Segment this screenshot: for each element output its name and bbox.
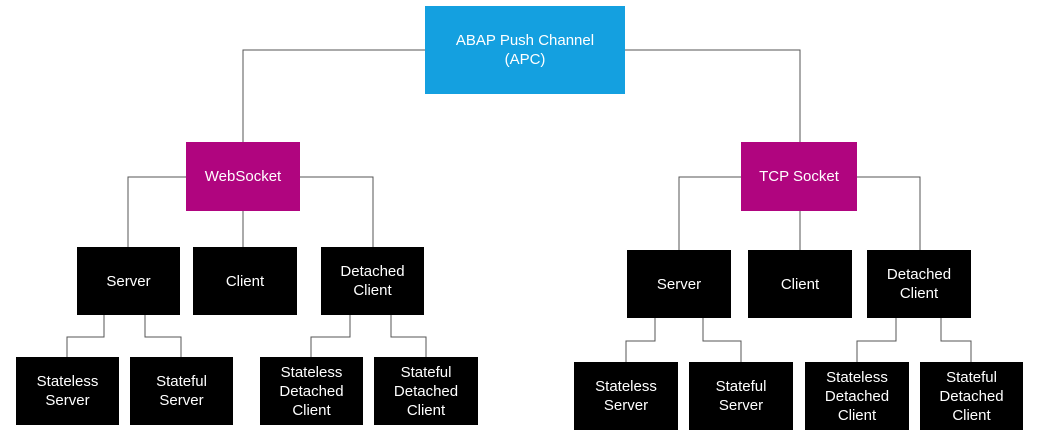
connector-tcp-server bbox=[678, 176, 741, 250]
connector-tcp-detached-stateless bbox=[856, 318, 897, 362]
connector-websocket-server bbox=[127, 176, 186, 247]
tcp-stateless-server-node: Stateless Server bbox=[574, 362, 678, 430]
tcp-client-node: Client bbox=[748, 250, 852, 318]
tcp-stateful-detached-client-node: Stateful Detached Client bbox=[920, 362, 1023, 430]
tcp-stateful-server-node: Stateful Server bbox=[689, 362, 793, 430]
websocket-node: WebSocket bbox=[186, 142, 300, 211]
tcp-stateless-detached-client-node: Stateless Detached Client bbox=[805, 362, 909, 430]
connector-tcp-detached-stateful bbox=[940, 318, 972, 362]
tcp-socket-node: TCP Socket bbox=[741, 142, 857, 211]
connector-ws-detached-stateful bbox=[390, 315, 427, 357]
connector-tcp-detached-client bbox=[857, 176, 921, 250]
connector-root-websocket bbox=[242, 49, 425, 142]
connector-websocket-detached-client bbox=[300, 176, 374, 247]
websocket-stateless-detached-client-node: Stateless Detached Client bbox=[260, 357, 363, 425]
tcp-detached-client-node: Detached Client bbox=[867, 250, 971, 318]
connector-ws-server-stateless bbox=[66, 315, 105, 357]
root-node-apc: ABAP Push Channel (APC) bbox=[425, 6, 625, 94]
websocket-stateless-server-node: Stateless Server bbox=[16, 357, 119, 425]
connector-tcp-server-stateless bbox=[625, 318, 656, 362]
websocket-server-node: Server bbox=[77, 247, 180, 315]
websocket-client-node: Client bbox=[193, 247, 297, 315]
connector-tcp-server-stateful bbox=[702, 318, 742, 362]
websocket-detached-client-node: Detached Client bbox=[321, 247, 424, 315]
connector-ws-server-stateful bbox=[144, 315, 182, 357]
websocket-stateful-detached-client-node: Stateful Detached Client bbox=[374, 357, 478, 425]
connector-root-tcp-socket bbox=[625, 49, 801, 142]
tcp-server-node: Server bbox=[627, 250, 731, 318]
connector-ws-detached-stateless bbox=[310, 315, 351, 357]
websocket-stateful-server-node: Stateful Server bbox=[130, 357, 233, 425]
